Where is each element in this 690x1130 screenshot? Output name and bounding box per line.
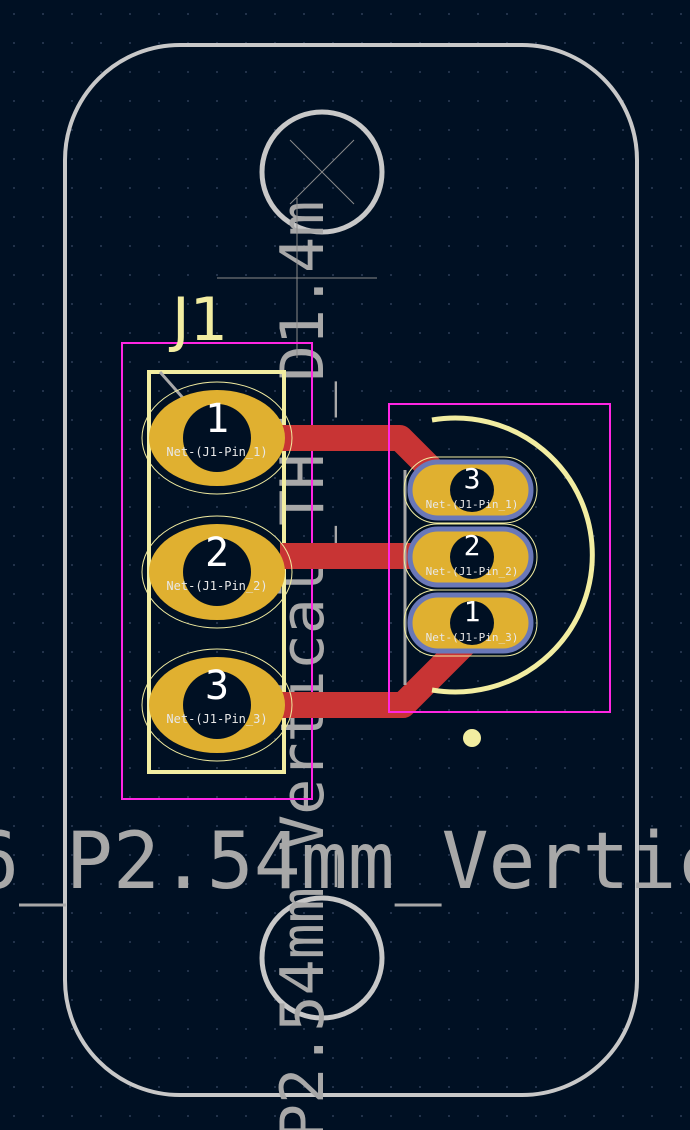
j2-courtyard [388,403,611,713]
j2-pad-2[interactable]: 2 Net-(J1-Pin_2) [403,523,538,591]
j2-body-arc [431,415,595,695]
fab-text-vertical: P2.54mm_Vertical_THT_D1.4m [268,201,338,1130]
j1-courtyard [121,342,313,800]
j1-pad-2[interactable]: 2 Net-(J1-Pin_2) [141,515,293,629]
j2-pad-2-text: Net-(J1-Pin_2) [426,565,519,578]
j2-pad-1-circle [450,601,494,645]
j2-pad-3-rect [403,456,538,524]
track-net-3 [280,628,480,718]
j1-pad-3-text: Net-(J1-Pin_3) [166,712,267,726]
mounting-hole-top[interactable] [259,109,385,235]
j2-pad-1-text: Net-(J1-Pin_3) [426,631,519,644]
j1-pad-2-circle [183,538,251,606]
mounting-hole-bottom-circle [259,895,385,1021]
j1-pad-1-circle [183,404,251,472]
j1-fab-corner [158,371,185,399]
mounting-hole-bottom[interactable] [259,895,385,1021]
anchor-crosshair [217,198,377,358]
j1-pad-1-text: 1 [205,396,229,442]
j2-pad-3-circle [450,468,494,512]
j1-pad-1-ellipse [141,381,293,495]
j1-pad-3[interactable]: 3 Net-(J1-Pin_3) [141,648,293,762]
j2-pad-1-rect [403,589,538,657]
j1-pad-2-ellipse [141,515,293,629]
j2-pad-2-circle [450,535,494,579]
j2-pad-3[interactable]: 3 Net-(J1-Pin_1) [403,456,538,524]
j2-pad-2-text: 2 [464,529,481,562]
j1-pad-3-ellipse [141,648,293,762]
j1-pad-1-text: Net-(J1-Pin_1) [166,445,267,459]
j2-pad-1-text: 1 [464,595,481,628]
j1-pad-3-text: 3 [205,663,229,709]
j2-pad-1[interactable]: 1 Net-(J1-Pin_3) [403,589,538,657]
mounting-hole-top-circle [259,109,385,235]
j1-pad-3-circle [183,671,251,739]
board-outline[interactable] [63,43,639,1097]
j1-reference: J1 [168,285,228,355]
j2-pin1-marker [463,729,481,747]
j1-pad-2-text: 2 [205,530,229,576]
j2-pad-3-text: Net-(J1-Pin_1) [426,498,519,511]
j2-pad-3-text: 3 [464,462,481,495]
mounting-hole-top-line [289,139,355,205]
j1-pad-1[interactable]: 1 Net-(J1-Pin_1) [141,381,293,495]
j1-pad-2-text: Net-(J1-Pin_2) [166,579,267,593]
j2-footprint[interactable]: J2 [388,403,690,747]
fab-text-horizontal: 6_P2.54mm_Vertical [0,817,690,907]
